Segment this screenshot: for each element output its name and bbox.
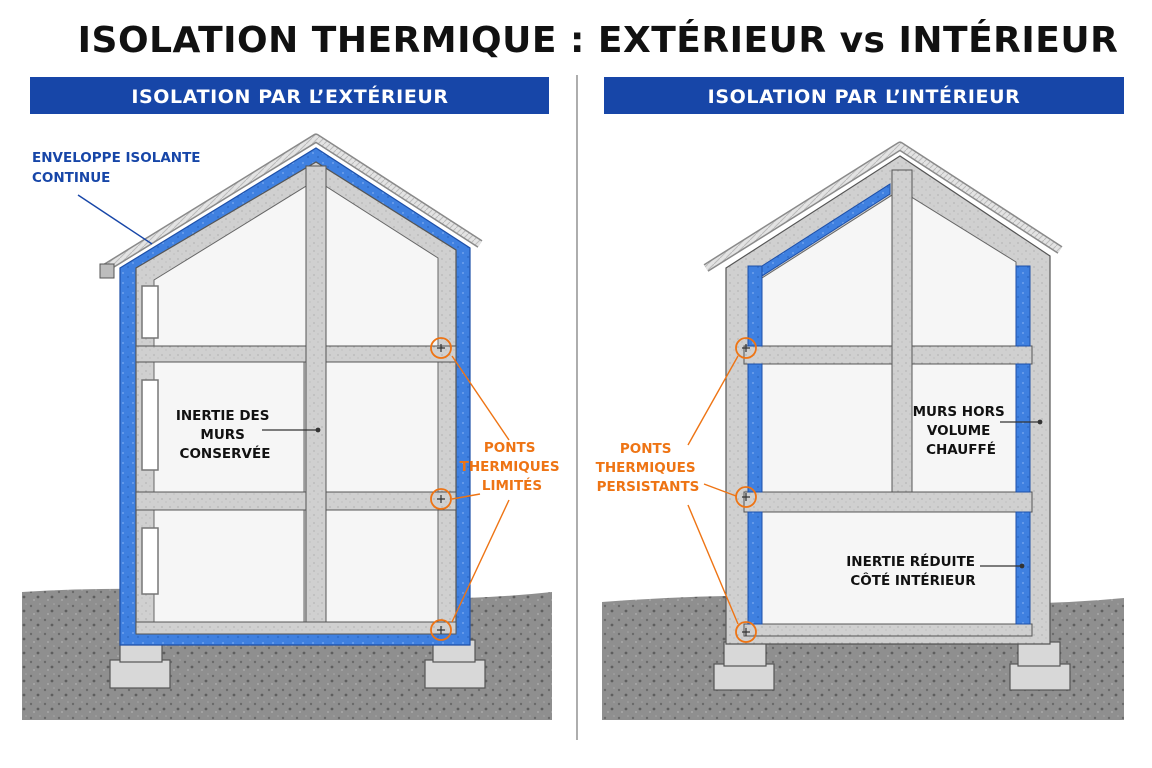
left-house: ENVELOPPE ISOLANTE CONTINUE INERTIE DES … <box>22 133 565 720</box>
left-center-column <box>305 165 327 623</box>
left-envelope-label: ENVELOPPE ISOLANTE CONTINUE <box>32 150 205 186</box>
left-envelope-leader <box>77 194 153 245</box>
left-bridge-markers <box>430 337 452 641</box>
left-window <box>141 285 159 339</box>
left-inertia-label: INERTIE DES MURS CONSERVÉE <box>176 408 274 462</box>
left-floor-1 <box>135 345 457 363</box>
right-banner-text: ISOLATION PAR L’INTÉRIEUR <box>708 85 1021 108</box>
right-footing-right <box>1009 663 1071 691</box>
right-floor-2 <box>743 491 1033 513</box>
right-inertia-label: INERTIE RÉDUITE CÔTÉ INTÉRIEUR <box>846 553 979 589</box>
left-floor-2 <box>135 491 457 511</box>
left-banner-text: ISOLATION PAR L’EXTÉRIEUR <box>131 85 448 108</box>
right-footing-left <box>713 663 775 691</box>
left-banner <box>30 77 549 114</box>
right-center-column <box>891 169 913 493</box>
left-footing-left <box>109 659 171 689</box>
right-bridges-label: PONTS THERMIQUES PERSISTANTS <box>596 441 701 495</box>
left-footing-right <box>424 659 486 689</box>
page-title: ISOLATION THERMIQUE : EXTÉRIEUR vs INTÉR… <box>78 19 1119 61</box>
right-banner <box>604 77 1124 114</box>
right-house: PONTS THERMIQUES PERSISTANTS MURS HORS V… <box>596 141 1124 720</box>
left-bridges-label: PONTS THERMIQUES LIMITÉS <box>460 440 565 494</box>
right-bridge-markers <box>735 337 757 643</box>
right-walls-label: MURS HORS VOLUME CHAUFFÉ <box>913 404 1010 458</box>
right-floor-1 <box>743 345 1033 365</box>
